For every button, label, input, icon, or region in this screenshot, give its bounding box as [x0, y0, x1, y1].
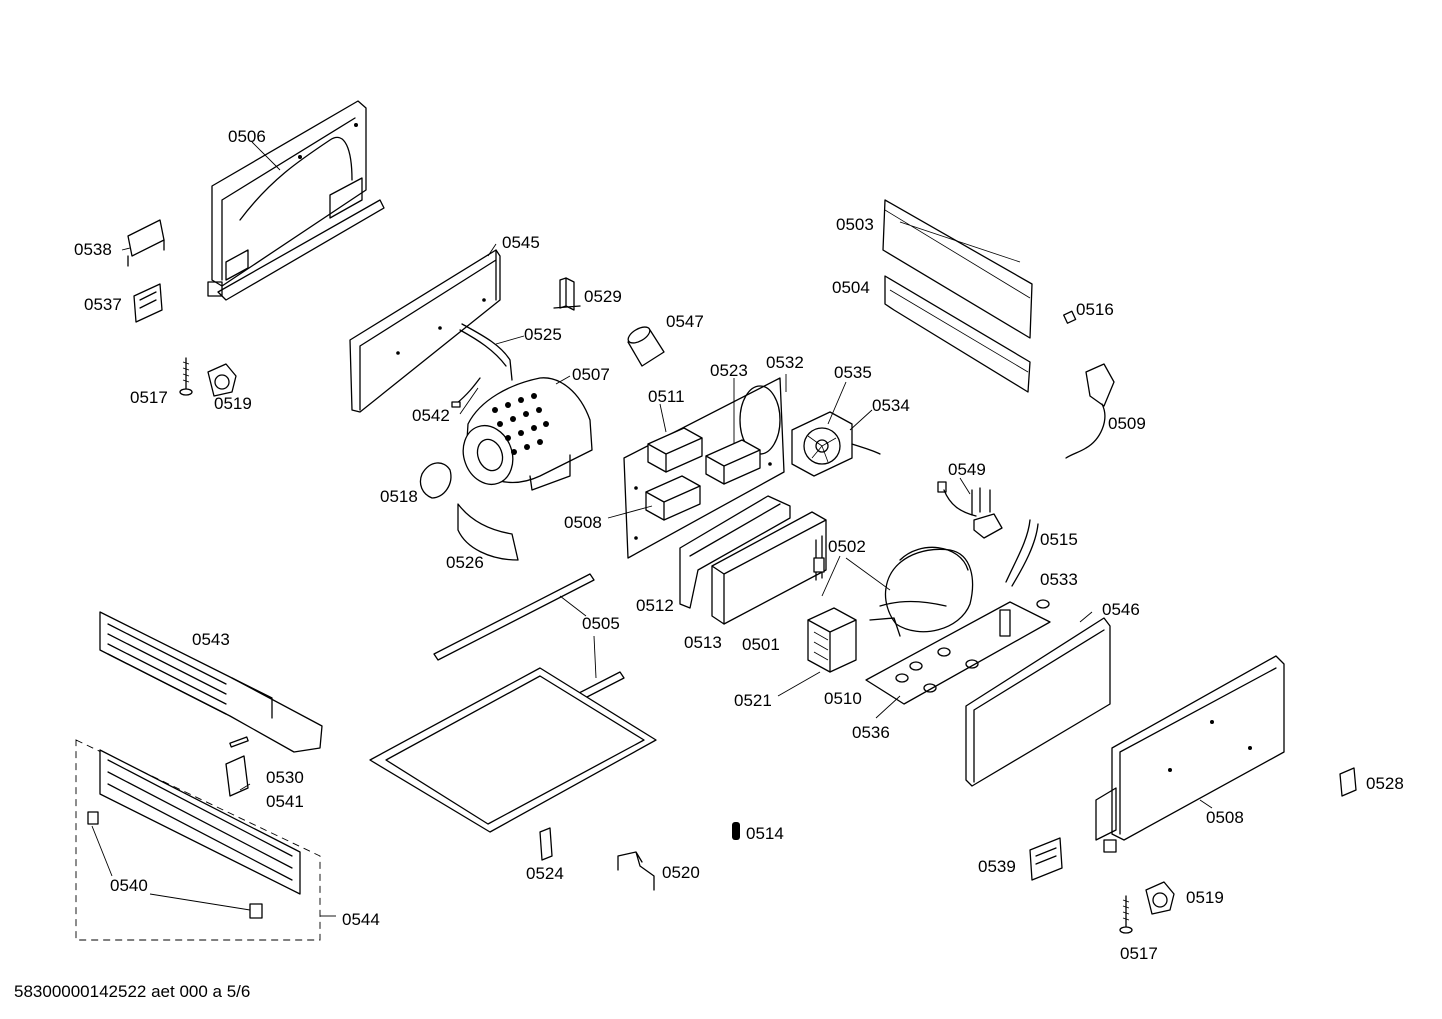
- part-0508-side-panel: [1095, 655, 1285, 853]
- label-0529: 0529: [584, 287, 622, 306]
- label-0546: 0546: [1102, 600, 1140, 619]
- label-0542: 0542: [412, 406, 450, 425]
- part-0540-pad: [87, 811, 263, 919]
- label-0524: 0524: [526, 864, 564, 883]
- label-0511: 0511: [648, 387, 685, 406]
- label-0540: 0540: [110, 876, 148, 895]
- part-0506-rear-panel: [207, 100, 385, 301]
- part-0511-relay: [647, 427, 703, 473]
- label-0508-side: 0508: [1206, 808, 1244, 827]
- part-0507-blower: [462, 377, 593, 491]
- label-0520: 0520: [662, 863, 700, 882]
- part-0519-wheel-bottom: [1145, 881, 1175, 915]
- label-0506: 0506: [228, 127, 266, 146]
- label-0535: 0535: [834, 363, 872, 382]
- label-0523: 0523: [710, 361, 748, 380]
- part-0539-bracket: [1029, 837, 1063, 881]
- part-0517-screw-bottom: [1119, 895, 1133, 934]
- label-0509: 0509: [1108, 414, 1146, 433]
- label-0536: 0536: [852, 723, 890, 742]
- part-0544-lower-grille: [75, 739, 321, 941]
- part-0549-start-relay: [937, 481, 1003, 539]
- part-0536-base-plate: [865, 601, 1051, 705]
- part-0503-panel: [882, 199, 1033, 339]
- label-0537: 0537: [84, 295, 122, 314]
- label-0501: 0501: [742, 635, 780, 654]
- part-0519-wheel-top: [207, 363, 237, 397]
- label-0512: 0512: [636, 596, 674, 615]
- label-0544: 0544: [342, 910, 380, 929]
- label-0517-bottom: 0517: [1120, 944, 1158, 963]
- part-0518-ring: [419, 462, 452, 499]
- label-0549: 0549: [948, 460, 986, 479]
- label-0525: 0525: [524, 325, 562, 344]
- part-0526-shroud: [457, 503, 519, 561]
- part-0545-housing: [349, 249, 501, 413]
- part-0508-relay: [645, 475, 701, 521]
- label-0514: 0514: [746, 824, 784, 843]
- part-0547-capacitor: [627, 326, 665, 367]
- label-0505: 0505: [582, 614, 620, 633]
- part-0541-bracket: [225, 755, 249, 797]
- label-0516: 0516: [1076, 300, 1114, 319]
- part-0535-fan: [791, 411, 881, 477]
- label-0538: 0538: [74, 240, 112, 259]
- part-0510-box: [807, 607, 857, 673]
- part-0514-plug: [732, 822, 740, 840]
- part-0533-grommet: [1036, 599, 1050, 609]
- label-0526: 0526: [446, 553, 484, 572]
- label-0508-relay: 0508: [564, 513, 602, 532]
- label-0519-bottom: 0519: [1186, 888, 1224, 907]
- label-0507: 0507: [572, 365, 610, 384]
- part-0501-thermostat: [813, 535, 825, 581]
- label-0518: 0518: [380, 487, 418, 506]
- part-0524-clip: [539, 827, 553, 861]
- part-0512-frame: [679, 495, 791, 609]
- part-0504-panel: [884, 275, 1031, 393]
- label-0503: 0503: [836, 215, 874, 234]
- part-0513-cover: [711, 511, 827, 625]
- label-0528: 0528: [1366, 774, 1404, 793]
- part-0530-strip: [229, 736, 249, 748]
- part-0515-tube: [1005, 519, 1039, 587]
- part-0525-bracket: [459, 323, 513, 381]
- label-0510: 0510: [824, 689, 862, 708]
- part-0523-relay: [705, 439, 761, 485]
- label-0545: 0545: [502, 233, 540, 252]
- part-0505-tray: [369, 667, 657, 833]
- part-0529-pin: [553, 277, 581, 311]
- part-0516-plug-small: [1063, 310, 1077, 324]
- label-0541: 0541: [266, 792, 304, 811]
- part-0502-compressor: [869, 546, 974, 637]
- label-0534: 0534: [872, 396, 910, 415]
- part-0543-upper-grille: [99, 611, 323, 753]
- label-0504: 0504: [832, 278, 870, 297]
- part-0546-side-panel: [965, 617, 1111, 787]
- label-0513: 0513: [684, 633, 722, 652]
- part-0537-bracket: [133, 283, 163, 323]
- label-0521: 0521: [734, 691, 772, 710]
- label-0502: 0502: [828, 537, 866, 556]
- label-0533: 0533: [1040, 570, 1078, 589]
- part-0538-clip: [127, 219, 165, 267]
- part-0520-bracket: [617, 851, 655, 891]
- part-0542-sensor: [451, 377, 481, 408]
- document-footer-code: 58300000142522 aet 000 a 5/6: [14, 982, 251, 1001]
- part-0509-power-cord: [1065, 363, 1115, 459]
- label-0547: 0547: [666, 312, 704, 331]
- label-0530: 0530: [266, 768, 304, 787]
- leader-lines: [91, 141, 1213, 917]
- label-0519-top: 0519: [214, 394, 252, 413]
- label-0517-top: 0517: [130, 388, 168, 407]
- label-0515: 0515: [1040, 530, 1078, 549]
- label-0532: 0532: [766, 353, 804, 372]
- part-0517-screw-top: [179, 357, 193, 396]
- label-0539: 0539: [978, 857, 1016, 876]
- label-0543: 0543: [192, 630, 230, 649]
- part-0528-clip: [1339, 767, 1357, 797]
